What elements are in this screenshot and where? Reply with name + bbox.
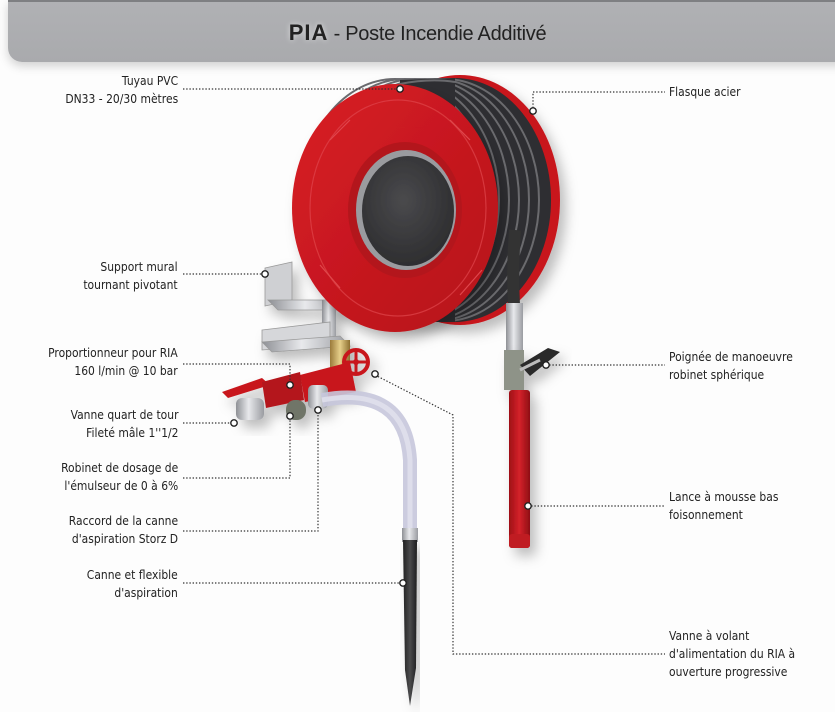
callout-canne: Canne et flexible d'aspiration [87,566,178,602]
marker-poignee [542,361,550,369]
leader-robinet-dosage [183,418,291,479]
callout-line: Fileté mâle 1''1/2 [85,425,178,440]
callout-line: robinet sphérique [669,367,765,382]
callout-robinet-dosage: Robinet de dosage de l'émulseur de 0 à 6… [61,459,178,495]
callout-line: Lance à mousse bas [669,489,779,504]
title-text: - Poste Incendie Additivé [328,23,547,45]
callout-line: 160 l/min @ 10 bar [74,363,178,378]
callout-line: Proportionneur pour RIA [48,345,178,360]
title-acronym: PIA [288,20,329,45]
marker-proportionneur [286,381,294,389]
callout-line: l'émulseur de 0 à 6% [64,478,178,493]
callout-line: Tuyau PVC [121,73,178,88]
callout-line: Poignée de manoeuvre [669,349,793,364]
marker-support [261,270,269,278]
header-banner [8,0,835,62]
wall-bracket [261,261,351,353]
callout-markers [230,85,550,587]
leader-raccord [183,410,319,532]
page-title: PIA - Poste Incendie Additivé [0,20,835,46]
handwheel [342,348,370,376]
hose-segment [507,229,521,306]
callout-tuyau: Tuyau PVC DN33 - 20/30 mètres [65,72,178,108]
leader-proportionneur [183,363,291,385]
callout-line: Vanne quart de tour [70,407,178,422]
suction-canne [403,540,417,706]
reel-face [292,84,498,332]
marker-robinet-dosage [286,412,294,420]
callout-line: Vanne à volant [669,628,750,643]
marker-vanne-volant [371,370,379,378]
marker-lance [524,502,532,510]
callout-line: Robinet de dosage de [60,460,178,475]
callout-flasque: Flasque acier [669,83,741,101]
proportioner-assembly [222,340,370,420]
callout-line: Canne et flexible [87,567,178,582]
callout-line: d'aspiration Storz D [71,531,178,546]
callout-support: Support mural tournant pivotant [84,258,178,294]
marker-vanne-quart [230,419,238,427]
callout-line: d'aspiration [114,585,178,600]
callout-line: ouverture progressive [669,664,788,679]
leader-lines [183,88,665,655]
callout-line: foisonnement [669,507,743,522]
callout-line: d'alimentation du RIA à [669,646,796,661]
callout-vanne-quart: Vanne quart de tour Fileté mâle 1''1/2 [70,406,178,442]
callout-raccord: Raccord de la canne d'aspiration Storz D [69,512,178,548]
marker-tuyau [396,85,404,93]
callout-vanne-volant: Vanne à volant d'alimentation du RIA à o… [669,627,795,681]
callout-line: Flasque acier [669,84,741,99]
callout-lance: Lance à mousse bas foisonnement [669,488,778,524]
marker-raccord [314,406,322,414]
hose-coupling [506,303,523,353]
storz-coupling [402,528,418,542]
leader-flasque [532,91,665,108]
callout-line: tournant pivotant [83,277,178,292]
foam-lance [504,348,560,548]
marker-flasque [529,107,537,115]
callout-proportionneur: Proportionneur pour RIA 160 l/min @ 10 b… [48,344,178,380]
leader-vanne-volant [374,374,665,655]
callout-line: Raccord de la canne [68,513,178,528]
marker-canne [399,579,407,587]
callout-line: DN33 - 20/30 mètres [65,91,178,106]
callout-poignee: Poignée de manoeuvre robinet sphérique [669,348,793,384]
callout-line: Support mural [100,259,178,274]
